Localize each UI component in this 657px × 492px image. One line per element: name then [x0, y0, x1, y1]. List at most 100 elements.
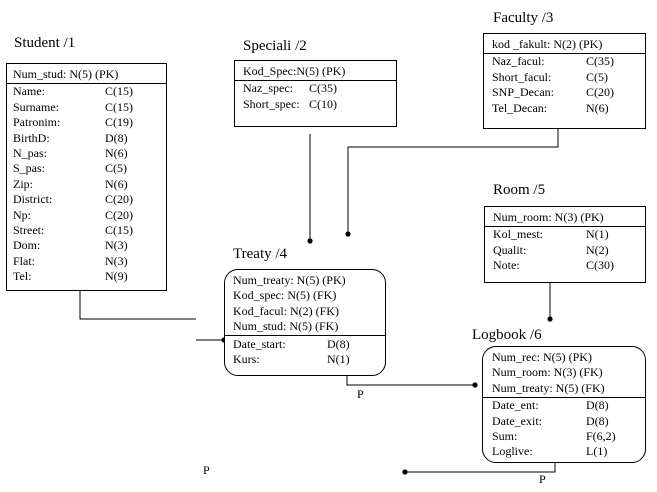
speciali-field: Naz_spec:C(35) — [235, 81, 396, 96]
treaty-field: Date_start:D(8) — [225, 337, 385, 352]
field-name: Np: — [13, 207, 31, 222]
faculty-key-field: kod _fakult: N(2) (PK) — [484, 37, 645, 52]
student-title: Student /1 — [14, 35, 76, 51]
field-type: N(1) — [586, 227, 609, 242]
field-type: C(10) — [309, 96, 337, 111]
field-type: C(20) — [105, 192, 133, 207]
field-type: N(6) — [105, 146, 128, 160]
treaty-title: Treaty /4 — [233, 246, 288, 262]
field-name: Street: — [13, 223, 45, 237]
field-name: Dom: — [13, 238, 41, 253]
faculty-entity: kod _fakult: N(2) (PK)Naz_facul:C(35)Sho… — [483, 33, 646, 129]
student-field: Patronim: C(19) — [7, 115, 166, 130]
field-type: C(5) — [105, 161, 127, 176]
field-type: D(8) — [105, 130, 128, 145]
speciali-key-separator — [235, 79, 396, 81]
field-name: Zip: — [13, 176, 33, 191]
logbook-field: Sum: F(6,2) — [483, 429, 645, 444]
field-type: C(30) — [586, 258, 614, 273]
field-type: D(8) — [586, 413, 609, 428]
relationship-label-p: P — [203, 463, 210, 477]
field-type: F(6,2) — [586, 429, 616, 443]
faculty-field: Short_facul:C(5) — [484, 70, 645, 85]
field-name: BirthD: — [13, 130, 50, 145]
room-entity: Num_room: N(3) (PK)Kol_mest:N(1)Qualit:N… — [484, 206, 646, 283]
field-type: C(20) — [586, 85, 614, 100]
field-type: N(2) — [586, 242, 609, 257]
field-name: Num_stud: N(5) (FK) — [233, 319, 339, 334]
treaty-key-separator — [225, 335, 385, 337]
relationship-label-p: P — [357, 387, 364, 401]
field-name: Kod_spec: N(5) (FK) — [233, 288, 337, 303]
student-field: BirthD: D(8) — [7, 131, 166, 146]
student-field: Flat:N(3) — [7, 254, 166, 269]
student-key-field: Num_stud: N(5) (PK) — [7, 67, 166, 82]
field-type: C(20) — [105, 207, 133, 222]
treaty-key-field: Kod_facul: N(2) (FK) — [225, 304, 385, 319]
field-type: N(9) — [105, 269, 128, 284]
faculty-title: Faculty /3 — [493, 10, 554, 26]
student-field: District: C(20) — [7, 192, 166, 207]
field-name: Sum: — [492, 429, 518, 443]
faculty-field: SNP_Decan: C(20) — [484, 85, 645, 100]
field-type: C(35) — [309, 81, 337, 96]
field-type: C(15) — [105, 99, 133, 114]
student-field: Np: C(20) — [7, 208, 166, 223]
logbook-key-separator — [483, 396, 645, 398]
field-type: N(1) — [327, 352, 350, 366]
field-type: L(1) — [586, 444, 608, 459]
field-name: Kod_facul: N(2) (FK) — [233, 303, 339, 318]
field-name: District: — [13, 192, 53, 207]
field-name: N_pas: — [13, 146, 47, 160]
room-title: Room /5 — [493, 182, 546, 198]
room-field: Note:C(30) — [485, 258, 645, 273]
field-type: D(8) — [327, 336, 350, 351]
line-treaty-logbook — [346, 376, 475, 386]
field-name: Qualit: — [493, 242, 527, 257]
field-type: N(3) — [105, 253, 128, 268]
dot-treaty-logbook — [472, 382, 478, 388]
room-field: Qualit: N(2) — [485, 243, 645, 258]
treaty-field: Kurs: N(1) — [225, 352, 385, 367]
field-name: Kol_mest: — [493, 227, 543, 242]
student-field: Dom:N(3) — [7, 238, 166, 253]
field-name: Num_treaty: N(5) (FK) — [492, 380, 605, 395]
field-name: S_pas: — [13, 161, 46, 176]
logbook-field: Date_exit:D(8) — [483, 414, 645, 429]
field-name: Naz_facul: — [492, 54, 545, 69]
student-field: Zip:N(6) — [7, 177, 166, 192]
dot-logbook-bottom — [402, 469, 408, 475]
field-type: C(19) — [105, 115, 133, 130]
student-field: S_pas: C(5) — [7, 161, 166, 176]
treaty-key-field: Num_stud: N(5) (FK) — [225, 319, 385, 334]
field-name: Loglive: — [492, 444, 533, 459]
field-name: Kurs: — [233, 352, 260, 366]
dot-faculty-treaty — [345, 231, 351, 237]
treaty-entity: Num_treaty: N(5) (PK)Kod_spec: N(5) (FK)… — [224, 269, 386, 376]
field-name: Num_room: N(3) (FK) — [492, 365, 603, 380]
field-name: SNP_Decan: — [492, 85, 554, 100]
field-type: D(8) — [586, 398, 609, 413]
field-name: Surname: — [13, 99, 59, 114]
faculty-key-separator — [484, 52, 645, 54]
field-name: Kod_Spec:N(5) (PK) — [243, 64, 346, 78]
field-name: Tel: — [13, 269, 32, 284]
logbook-field: Date_ent:D(8) — [483, 398, 645, 413]
student-field: Street: C(15) — [7, 223, 166, 238]
speciali-key-field: Kod_Spec:N(5) (PK) — [235, 64, 396, 79]
line-logbook-bottom — [403, 463, 556, 473]
field-type: C(15) — [105, 223, 133, 237]
faculty-field: Tel_Decan:N(6) — [484, 101, 645, 116]
field-name: Patronim: — [13, 115, 61, 130]
field-name: Num_room: N(3) (PK) — [493, 210, 604, 224]
student-key-separator — [7, 82, 166, 84]
field-name: Num_treaty: N(5) (PK) — [233, 273, 346, 287]
room-key-separator — [485, 225, 645, 227]
logbook-title: Logbook /6 — [472, 327, 542, 343]
logbook-field: Loglive: L(1) — [483, 444, 645, 459]
room-key-field: Num_room: N(3) (PK) — [485, 210, 645, 225]
field-name: Num_stud: N(5) (PK) — [13, 67, 119, 81]
field-name: Short_spec: — [243, 96, 300, 111]
logbook-entity: Num_rec: N(5) (PK)Num_room: N(3) (FK)Num… — [482, 346, 646, 463]
